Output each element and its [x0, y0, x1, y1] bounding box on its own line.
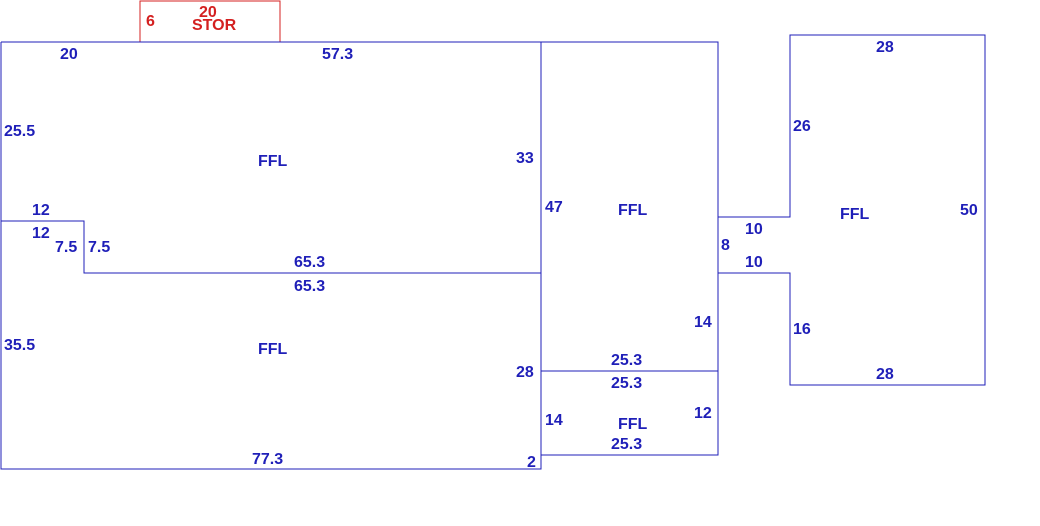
storage-label: STOR [192, 17, 237, 34]
dimension-label: 77.3 [252, 451, 283, 468]
dimension-label: 28 [876, 39, 894, 56]
dimension-label: 8 [721, 237, 730, 254]
area-label-ffl: FFL [258, 341, 288, 358]
dimension-label: 28 [876, 366, 894, 383]
dimension-label: 7.5 [55, 239, 77, 256]
dimension-label: 47 [545, 199, 563, 216]
storage-width-label: 20 [199, 4, 217, 21]
storage-section: 6 20 STOR [139, 0, 281, 43]
dimension-label: 10 [745, 221, 763, 238]
right-block-outline [718, 34, 986, 386]
dimension-label: 65.3 [294, 278, 325, 295]
area-label-ffl: FFL [840, 206, 870, 223]
dimension-label: 33 [516, 150, 534, 167]
dimension-label: 2 [527, 454, 536, 471]
dimension-label: 12 [694, 405, 712, 422]
area-label-ffl: FFL [618, 202, 648, 219]
dimension-label: 25.3 [611, 375, 642, 392]
dimension-label: 28 [516, 364, 534, 381]
dimension-label: 20 [60, 46, 78, 63]
area-lower-left: FFL 65.3 35.5 28 77.3 2 [4, 278, 536, 471]
dimension-label: 57.3 [322, 46, 353, 63]
dimension-label: 16 [793, 321, 811, 338]
dimension-label: 50 [960, 202, 978, 219]
dimension-label: 12 [32, 225, 50, 242]
dimension-label: 25.3 [611, 352, 642, 369]
interior-divider-wall [1, 220, 541, 274]
area-upper-left: FFL 20 57.3 25.5 33 12 12 7.5 7.5 65.3 [4, 46, 534, 271]
area-label-ffl: FFL [618, 416, 648, 433]
left-block-outline [0, 41, 542, 470]
dimension-label: 26 [793, 118, 811, 135]
building-outline [0, 34, 986, 470]
dimension-label: 25.5 [4, 123, 35, 140]
dimension-label: 12 [32, 202, 50, 219]
area-right: FFL 28 26 50 16 28 [793, 39, 978, 383]
connector-section: 10 8 10 [721, 221, 763, 271]
middle-block-outline [541, 41, 719, 456]
dimension-label: 14 [545, 412, 563, 429]
dimension-label: 25.3 [611, 436, 642, 453]
area-bottom-middle: FFL 25.3 14 12 25.3 [545, 375, 712, 453]
area-middle: FFL 47 14 25.3 [545, 199, 712, 369]
area-label-ffl: FFL [258, 153, 288, 170]
dimension-label: 10 [745, 254, 763, 271]
dimension-label: 7.5 [88, 239, 110, 256]
dimension-label: 14 [694, 314, 712, 331]
dimension-label: 35.5 [4, 337, 35, 354]
dimension-label: 65.3 [294, 254, 325, 271]
storage-depth-label: 6 [146, 13, 155, 30]
